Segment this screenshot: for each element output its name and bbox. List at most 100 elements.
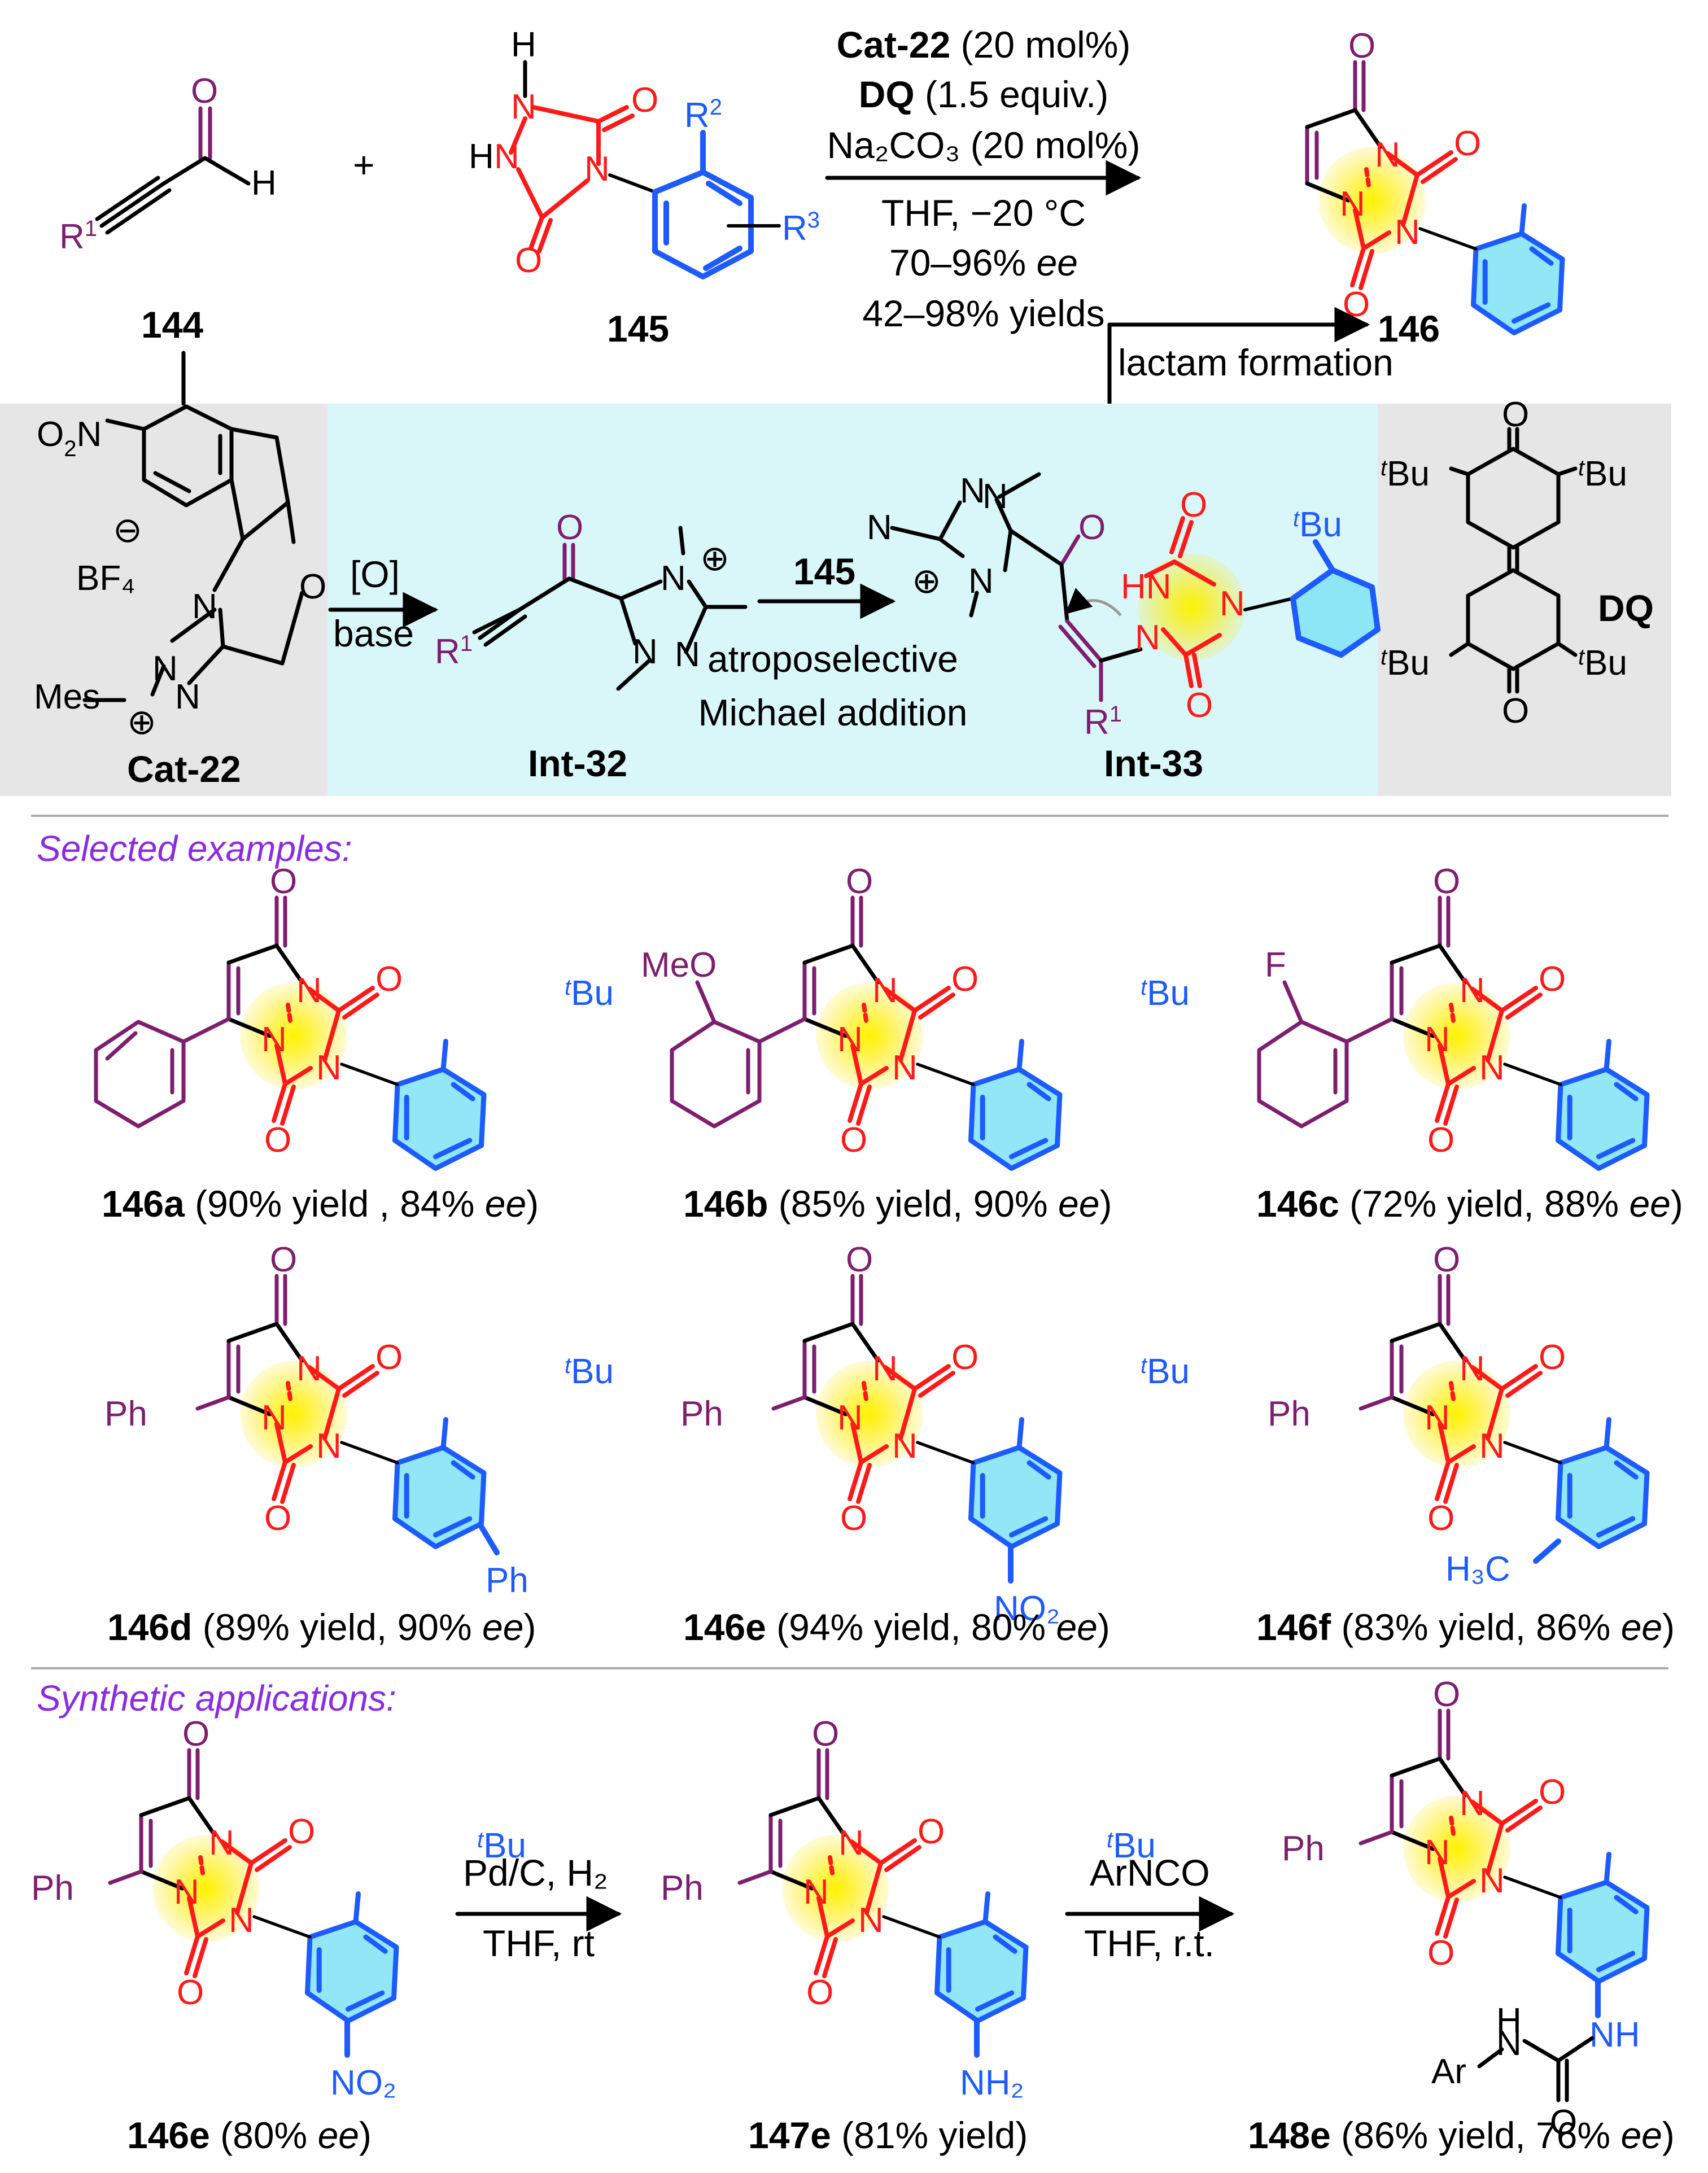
compound-146-label: 146 bbox=[1378, 308, 1440, 349]
app-147e-label: 147e (81% yield) bbox=[748, 2114, 1028, 2156]
example-146d-label: 146d (89% yield, 90% ee) bbox=[107, 1606, 536, 1648]
svg-text:tBu: tBu bbox=[1578, 644, 1627, 683]
svg-text:tBu: tBu bbox=[477, 1826, 526, 1865]
lactam-label: lactam formation bbox=[1118, 342, 1394, 383]
svg-text:N: N bbox=[494, 137, 519, 176]
example-146a-label: 146a (90% yield , 84% ee) bbox=[102, 1183, 539, 1225]
dq-panel bbox=[1378, 404, 1671, 796]
compound-146-structure bbox=[1307, 27, 1562, 333]
svg-text:Ph: Ph bbox=[1282, 1829, 1325, 1868]
condition-catalyst: Cat-22 (20 mol%) bbox=[837, 24, 1131, 65]
hydrogenation-bottom: THF, rt bbox=[483, 1922, 595, 1964]
compound-144-structure: O H R1 bbox=[59, 72, 277, 256]
svg-text:H: H bbox=[469, 137, 494, 176]
selected-heading: Selected examples: bbox=[37, 828, 352, 869]
svg-text:R1: R1 bbox=[59, 216, 97, 256]
svg-text:⊖: ⊖ bbox=[113, 511, 142, 550]
michael-line1: atroposelective bbox=[707, 638, 958, 680]
svg-text:⊕: ⊕ bbox=[912, 562, 941, 601]
svg-text:O: O bbox=[556, 508, 583, 547]
svg-text:N: N bbox=[982, 477, 1008, 516]
compound-145-structure: H N H N N O O R2 R3 bbox=[469, 25, 820, 280]
svg-text:O: O bbox=[515, 241, 542, 280]
dq-label: DQ bbox=[1598, 587, 1654, 629]
svg-text:Ph: Ph bbox=[661, 1869, 704, 1908]
svg-text:R3: R3 bbox=[782, 208, 820, 248]
condition-base: Na₂CO₃ (20 mol%) bbox=[827, 124, 1141, 166]
svg-text:tBu: tBu bbox=[1107, 1826, 1156, 1865]
urea-bottom: THF, r.t. bbox=[1084, 1922, 1215, 1964]
condition-ee: 70–96% ee bbox=[889, 242, 1078, 283]
michael-reagent: 145 bbox=[793, 550, 855, 592]
example-146f-structure: Ph H₃C tBu bbox=[1268, 1240, 1708, 1589]
catalyst-panel bbox=[0, 404, 327, 796]
svg-text:BF₄: BF₄ bbox=[76, 559, 136, 598]
condition-yield: 42–98% yields bbox=[862, 292, 1104, 334]
example-146a-structure: tBu bbox=[94, 862, 614, 1169]
catalyst-label: Cat-22 bbox=[127, 748, 241, 790]
svg-text:N: N bbox=[152, 649, 178, 688]
hydrogenation-top: Pd/C, H₂ bbox=[463, 1852, 608, 1894]
example-146b-structure: MeO tBu bbox=[641, 862, 1190, 1169]
svg-text:O: O bbox=[1502, 692, 1529, 731]
svg-text:N: N bbox=[1135, 618, 1160, 657]
michael-line2: Michael addition bbox=[698, 692, 968, 733]
svg-text:tBu: tBu bbox=[1293, 505, 1342, 544]
svg-text:N: N bbox=[1496, 2024, 1522, 2063]
svg-text:N: N bbox=[661, 559, 686, 598]
svg-text:N: N bbox=[960, 471, 985, 510]
svg-text:HN: HN bbox=[1121, 567, 1172, 606]
svg-text:O: O bbox=[1550, 2103, 1577, 2142]
svg-text:Ph: Ph bbox=[486, 1561, 528, 1600]
svg-text:H: H bbox=[1496, 2001, 1522, 2040]
svg-text:NH₂: NH₂ bbox=[960, 2063, 1024, 2102]
svg-text:tBu: tBu bbox=[1578, 454, 1627, 493]
svg-text:N: N bbox=[675, 635, 700, 674]
app-148e-structure: Ph NH H N Ar O tBu bbox=[1282, 1675, 1708, 2142]
svg-text:N: N bbox=[1220, 584, 1245, 623]
svg-text:Ar: Ar bbox=[1431, 2052, 1466, 2091]
app-146e-structure: Ph NO₂ tBu bbox=[31, 1715, 526, 2102]
svg-text:NO₂: NO₂ bbox=[330, 2063, 396, 2102]
compound-145-label: 145 bbox=[607, 308, 669, 349]
example-146b-label: 146b (85% yield, 90% ee) bbox=[683, 1183, 1112, 1225]
app-146e-label: 146e (80% ee) bbox=[127, 2114, 372, 2156]
svg-text:O: O bbox=[1186, 686, 1213, 725]
svg-text:NH: NH bbox=[1589, 2015, 1640, 2054]
oxidation-top: [O] bbox=[350, 553, 400, 595]
svg-text:tBu: tBu bbox=[1381, 454, 1430, 493]
top-reaction: O H R1 144 + H N H N bbox=[59, 24, 1562, 476]
svg-text:Ph: Ph bbox=[31, 1869, 74, 1908]
svg-text:⊕: ⊕ bbox=[700, 539, 729, 578]
svg-text:H: H bbox=[251, 164, 277, 203]
app-148e-label: 148e (86% yield, 76% ee) bbox=[1248, 2114, 1675, 2156]
example-146e-structure: Ph NO₂ tBu bbox=[680, 1240, 1190, 1628]
example-146d-structure: Ph Ph tBu bbox=[104, 1240, 614, 1600]
svg-text:N: N bbox=[867, 508, 892, 547]
svg-text:Ph: Ph bbox=[104, 1394, 147, 1433]
svg-text:N: N bbox=[192, 587, 217, 626]
svg-text:O: O bbox=[1502, 395, 1529, 434]
example-146c-label: 146c (72% yield, 88% ee) bbox=[1256, 1183, 1683, 1225]
int32-label: Int-32 bbox=[528, 742, 627, 784]
svg-text:Mes: Mes bbox=[34, 677, 100, 716]
svg-text:tBu: tBu bbox=[1141, 974, 1190, 1013]
svg-text:tBu: tBu bbox=[565, 974, 614, 1013]
int33-structure: N N N N ⊕ O R1 HN N N O O tBu bbox=[867, 471, 1381, 742]
svg-text:N: N bbox=[584, 150, 610, 189]
svg-text:H₃C: H₃C bbox=[1445, 1550, 1510, 1589]
svg-text:tBu: tBu bbox=[1141, 1352, 1190, 1391]
svg-text:O: O bbox=[1078, 508, 1106, 547]
condition-solvent: THF, −20 °C bbox=[881, 192, 1086, 234]
svg-text:tBu: tBu bbox=[1381, 644, 1430, 683]
svg-text:O: O bbox=[191, 72, 218, 111]
int33-label: Int-33 bbox=[1104, 742, 1203, 784]
plus-sign: + bbox=[353, 144, 375, 186]
svg-text:N: N bbox=[968, 562, 994, 601]
app-147e-structure: Ph NH₂ tBu bbox=[661, 1715, 1156, 2102]
svg-text:Ph: Ph bbox=[680, 1394, 723, 1433]
svg-text:Ph: Ph bbox=[1268, 1394, 1311, 1433]
svg-text:O: O bbox=[299, 567, 326, 606]
svg-text:⊕: ⊕ bbox=[127, 703, 156, 742]
